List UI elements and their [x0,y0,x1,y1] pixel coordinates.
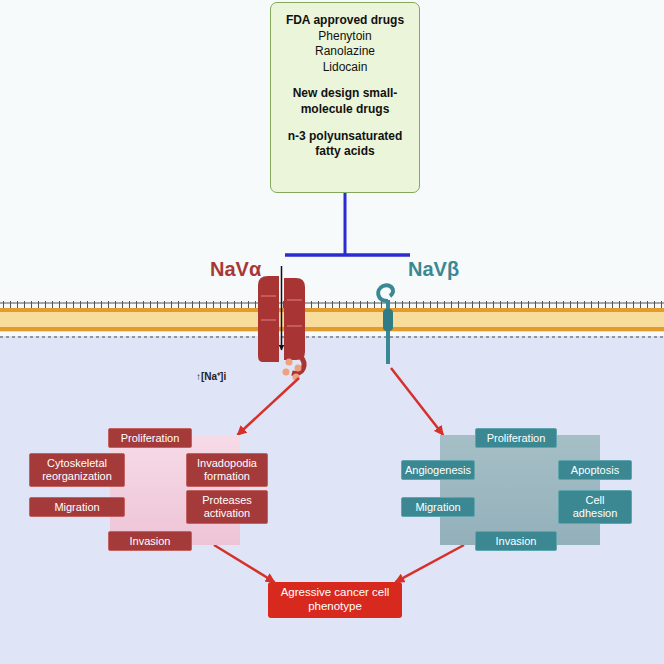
membrane-line [0,337,664,338]
sodium-channel-alpha [258,266,305,381]
inhibition-line [344,193,347,255]
process-box: Proliferation [108,428,192,449]
process-box: Invasion [475,531,557,552]
channel-label: NaVβ [408,258,459,281]
membrane-leaflet [0,327,664,331]
node-text: FDA approved drugs [286,13,404,29]
flow-arrow [391,368,443,435]
process-box: Proteases activation [186,490,268,523]
node-text: Invasion [130,535,171,548]
process-box: Migration [29,497,125,518]
flow-arrow [395,545,464,582]
node-text: Apoptosis [571,464,619,477]
process-box: Proliferation [475,428,557,449]
process-box: Invasion [108,531,192,552]
outcome-box: Agressive cancer cell phenotype [268,582,402,618]
node-text: Invadopodia formation [192,457,262,482]
node-text: Invasion [496,535,537,548]
membrane-bilayer [0,308,664,332]
sodium-channel-beta: NaVβ [372,258,467,368]
node-text: Cell adhesion [564,494,626,519]
node-text: Agressive cancer cell phenotype [276,586,394,614]
node-text: Ranolazine [315,44,375,60]
sodium-channel-beta [378,285,393,364]
process-box: Cytoskeletal reorganization [29,453,125,486]
sodium-channel-alpha: NaVα [210,258,310,378]
hub-square: ProliferationAngiogenesisApoptosisMigrat… [440,435,600,545]
intracellular-ground [0,336,664,664]
node-text: Migration [415,501,460,514]
process-box: Angiogenesis [401,460,475,481]
inhibition-bar [285,253,410,257]
node-text: Angiogenesis [405,464,471,477]
process-box: Migration [401,497,475,518]
membrane-charges [0,298,664,308]
node-text: n-3 polyunsaturated fatty acids [277,129,413,160]
node-text: New design small-molecule drugs [277,86,413,117]
hub-square: ProliferationCytoskeletal reorganization… [110,435,240,545]
drug-box: FDA approved drugsPhenytoinRanolazineLid… [270,2,420,193]
flow-arrow [214,545,275,582]
node-text: Phenytoin [318,29,371,45]
node-text: Lidocain [323,60,368,76]
membrane-line [0,303,664,304]
node-text: Migration [54,501,99,514]
process-box: Cell adhesion [558,490,632,523]
membrane-leaflet [0,308,664,312]
node-text: Proliferation [121,432,180,445]
channel-label: NaVα [210,258,261,281]
extracellular-ground [0,0,664,300]
process-box: Apoptosis [558,460,632,481]
flow-arrow [237,378,299,435]
node-text: Proliferation [487,432,546,445]
process-box: Invadopodia formation [186,453,268,486]
node-text: Cytoskeletal reorganization [35,457,119,482]
ion-label: ↑[Na⁺]i [196,369,226,383]
node-text: Proteases activation [192,494,262,519]
